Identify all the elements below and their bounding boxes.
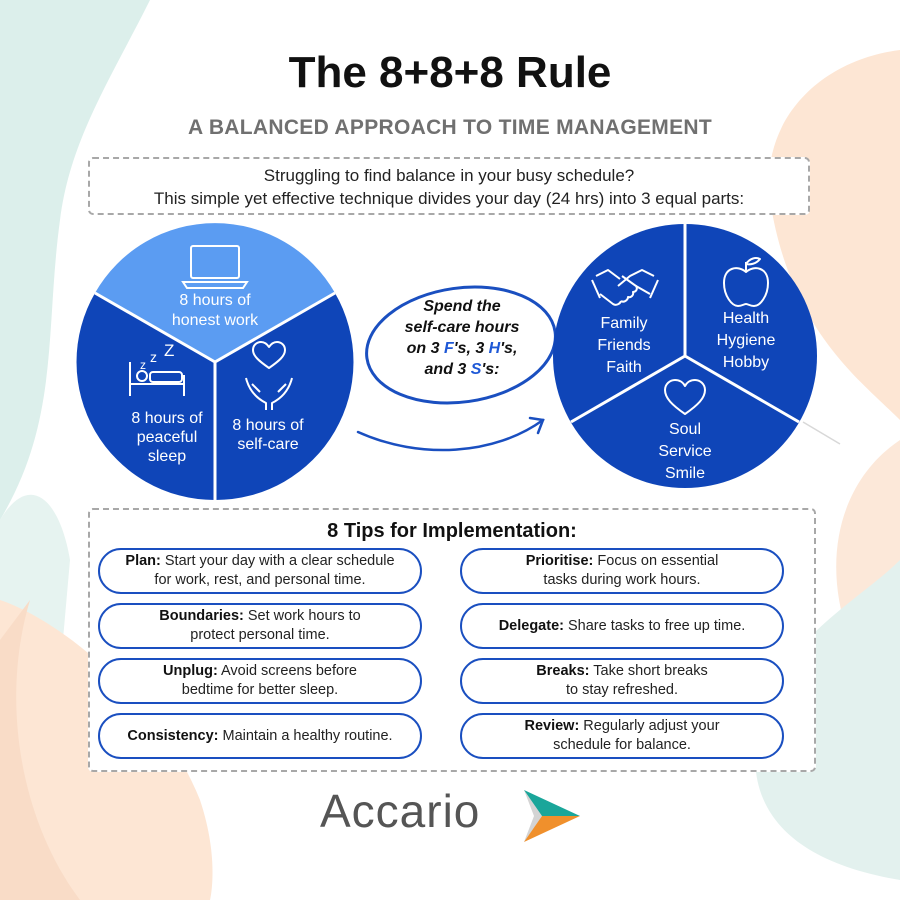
curved-arrow-icon xyxy=(356,416,545,452)
highlight-h: H xyxy=(488,340,501,357)
spend-note: Spend the self-care hours on 3 F's, 3 H'… xyxy=(374,296,550,380)
page-subtitle: A BALANCED APPROACH TO TIME MANAGEMENT xyxy=(188,116,712,139)
brand-name: Accario xyxy=(320,785,481,837)
guide-line-right xyxy=(802,421,841,445)
spend-line-4: and 3 S's: xyxy=(424,361,500,378)
h-line-3: Hobby xyxy=(723,354,769,371)
sleeping-bed-icon: z z Z xyxy=(129,341,185,396)
selfcare-line-1: 8 hours of xyxy=(232,417,304,434)
h-line-2: Hygiene xyxy=(717,332,776,349)
tip-delegate: Delegate: Share tasks to free up time. xyxy=(460,603,784,649)
page-title: The 8+8+8 Rule xyxy=(288,48,612,97)
s-line-3: Smile xyxy=(665,465,705,482)
tips-title: 8 Tips for Implementation: xyxy=(327,520,577,542)
s-line-2: Service xyxy=(658,443,711,460)
svg-text:z: z xyxy=(150,349,157,365)
arrow-chevron-logo-icon xyxy=(524,790,580,842)
spend-line-3: on 3 F's, 3 H's, xyxy=(406,340,518,357)
svg-text:Z: Z xyxy=(164,341,174,360)
f-line-3: Faith xyxy=(606,359,642,376)
sleep-line-2: peaceful xyxy=(137,429,198,446)
pie-slice-sleep xyxy=(76,293,215,501)
selfcare-line-2: self-care xyxy=(237,436,298,453)
highlight-s: S xyxy=(470,361,482,378)
spend-ellipse xyxy=(365,285,557,405)
svg-text:z: z xyxy=(140,358,146,372)
day-pie: 8 hours of honest work z z Z 8 hours of … xyxy=(76,223,354,501)
heart-icon xyxy=(664,379,706,415)
work-line-2: honest work xyxy=(172,312,259,329)
apple-icon xyxy=(723,257,769,307)
f-line-2: Friends xyxy=(597,337,650,354)
tip-plan: Plan: Start your day with a clear schedu… xyxy=(98,548,422,594)
spend-line-2: self-care hours xyxy=(404,319,520,336)
intro-line-2: This simple yet effective technique divi… xyxy=(153,189,745,208)
sleep-line-1: 8 hours of xyxy=(131,410,203,427)
tip-consistency: Consistency: Maintain a healthy routine. xyxy=(98,713,422,759)
laptop-icon xyxy=(181,245,249,289)
f-line-1: Family xyxy=(600,315,647,332)
h-line-1: Health xyxy=(723,310,769,327)
s-line-1: Soul xyxy=(669,421,701,438)
guide-line-left xyxy=(61,269,96,294)
work-line-1: 8 hours of xyxy=(179,292,251,309)
spend-line-1: Spend the xyxy=(423,298,501,315)
intro-line-1: Struggling to find balance in your busy … xyxy=(263,166,635,185)
heart-hands-icon xyxy=(245,341,293,410)
intro-box: Struggling to find balance in your busy … xyxy=(88,157,810,215)
tips-box: 8 Tips for Implementation: Plan: Start y… xyxy=(88,508,816,772)
sleep-line-3: sleep xyxy=(148,448,186,465)
handshake-icon xyxy=(591,269,659,306)
pie-slice-selfcare xyxy=(215,293,354,501)
highlight-f: F xyxy=(443,340,454,357)
selfcare-pie: Family Friends Faith Health Hygiene Hobb… xyxy=(553,224,817,488)
